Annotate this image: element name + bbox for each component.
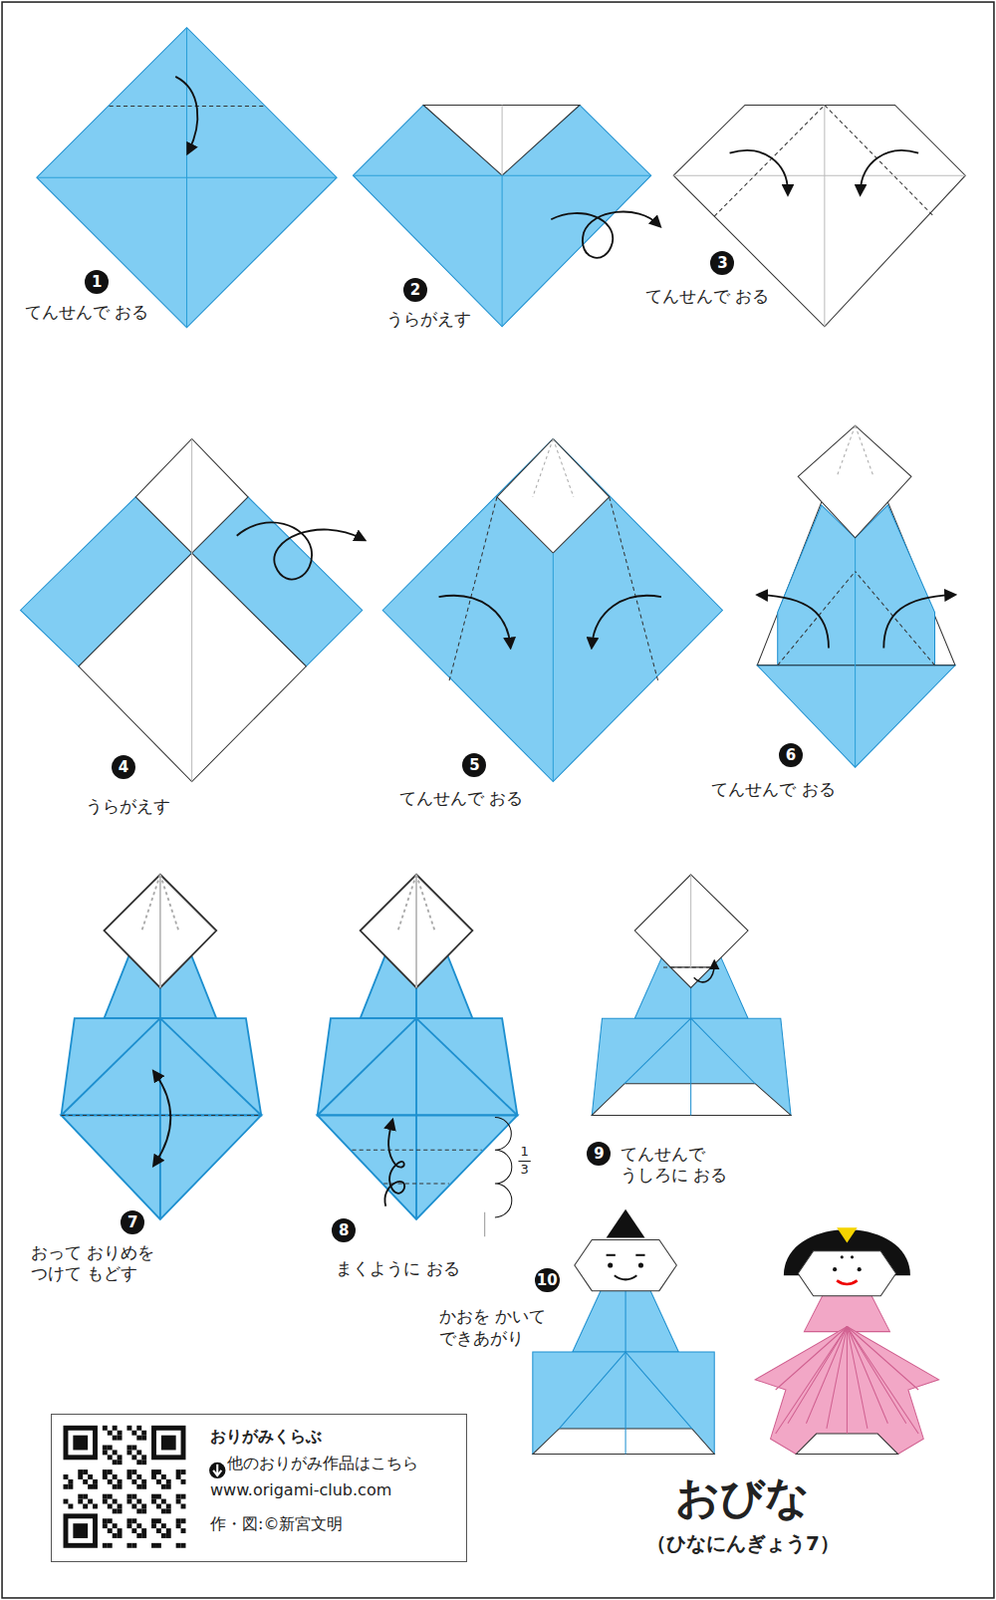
credit-text: 作・図:©新宮文明 <box>210 1513 343 1533</box>
step-10-obina <box>532 1209 715 1455</box>
instruction-text: まくように おる <box>335 1257 460 1279</box>
fraction-part: 3 <box>519 1162 528 1177</box>
credit-text: おりがみくらぶ <box>210 1426 322 1446</box>
step-8 <box>317 874 531 1238</box>
instruction-text: うらがえす <box>85 795 171 817</box>
step-number: 8 <box>331 1218 356 1243</box>
instruction-text: かおを かいて できあがり <box>439 1305 554 1349</box>
step-2 <box>353 104 659 326</box>
instruction-text: てんせんで おる <box>399 787 523 809</box>
step-6 <box>756 425 956 767</box>
instruction-text: てんせんで おる <box>24 301 149 323</box>
credit-text: www.origami-club.com <box>210 1480 392 1499</box>
instruction-text: てんせんで おる <box>645 285 769 307</box>
subtitle: （ひなにんぎょう7） <box>646 1530 840 1556</box>
credit-box: おりがみくらぶ他のおりがみ作品はこちら www.origami-club.com 作… <box>50 1413 468 1562</box>
step-number: 1 <box>84 269 109 294</box>
instruction-text: おって おりめを つけて もどす <box>30 1242 174 1285</box>
step-5 <box>382 438 723 781</box>
step-4 <box>19 438 362 781</box>
step-number: 10 <box>534 1267 560 1292</box>
instruction-text: うらがえす <box>386 308 472 330</box>
instruction-text: てんせんで うしろに おる <box>620 1143 744 1187</box>
credit-text: 他のおりがみ作品はこちら <box>227 1453 419 1473</box>
instruction-text: てんせんで おる <box>711 778 835 800</box>
step-9 <box>591 874 791 1116</box>
title: おびな <box>675 1469 810 1524</box>
step-10-mebina <box>754 1227 939 1454</box>
step-1 <box>36 27 337 328</box>
step-7 <box>60 874 261 1220</box>
credit-icons <box>63 1425 227 1548</box>
step-number: 2 <box>403 277 428 302</box>
fraction-part: 1 <box>519 1144 528 1159</box>
